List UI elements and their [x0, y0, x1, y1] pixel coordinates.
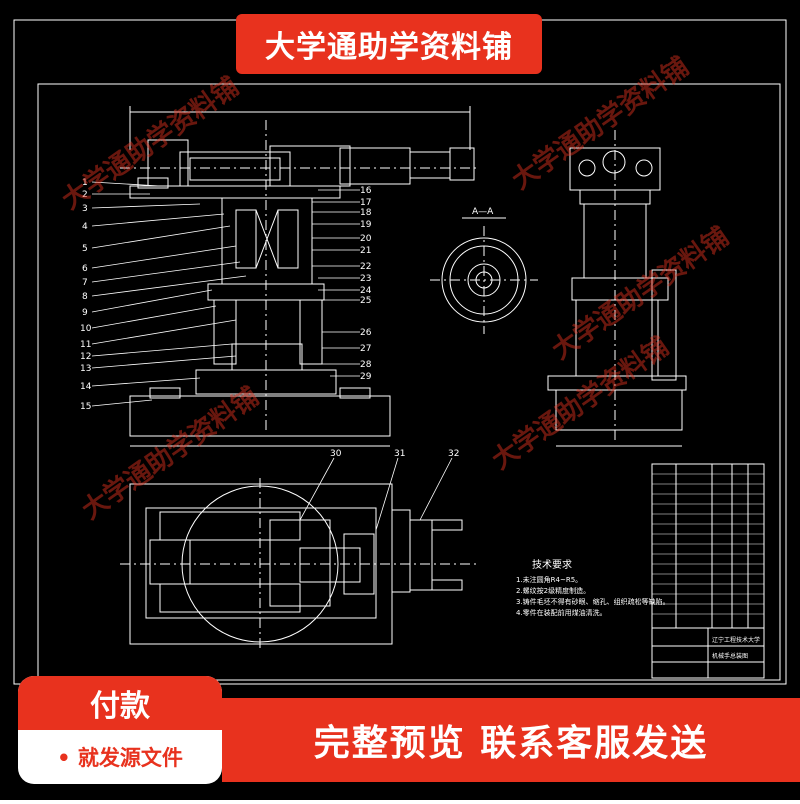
part-number: 18	[360, 208, 372, 218]
part-number: 1	[82, 178, 88, 188]
part-number: 5	[82, 244, 88, 254]
part-number: 2	[82, 190, 88, 200]
part-number: 14	[80, 382, 92, 392]
part-number: 7	[82, 278, 88, 288]
tech-note-line: 3.铸件毛坯不得有砂眼、缩孔、组织疏松等缺陷。	[516, 597, 670, 606]
part-number: 9	[82, 308, 88, 318]
part-number: 21	[360, 246, 371, 256]
tech-note-line: 2.螺纹按2级精度制造。	[516, 586, 590, 595]
pay-subtitle: • 就发源文件	[57, 746, 183, 770]
part-number: 13	[80, 364, 91, 374]
part-number: 24	[360, 286, 372, 296]
part-number: 25	[360, 296, 371, 306]
tech-note-line: 1.未注圆角R4~R5。	[516, 575, 582, 584]
part-number: 17	[360, 198, 371, 208]
part-number: 19	[360, 220, 372, 230]
part-number: 10	[80, 324, 92, 334]
part-number: 8	[82, 292, 88, 302]
banner-title: 大学通助学资料铺	[265, 30, 513, 65]
part-number: 27	[360, 344, 371, 354]
part-number: 11	[80, 340, 91, 350]
title-block-school: 辽宁工程技术大学	[712, 636, 760, 644]
part-number: 3	[82, 204, 88, 214]
part-number: 32	[448, 449, 459, 459]
part-number: 28	[360, 360, 372, 370]
section-label: A—A	[472, 207, 494, 217]
part-number: 26	[360, 328, 372, 338]
pay-box[interactable]: 付款 • 就发源文件	[18, 676, 222, 784]
bottom-banner[interactable]: 完整预览 联系客服发送	[222, 698, 800, 782]
top-banner: 大学通助学资料铺	[236, 14, 542, 74]
part-number: 15	[80, 402, 91, 412]
tech-notes-title: 技术要求	[532, 558, 572, 571]
part-number: 6	[82, 264, 88, 274]
part-number: 4	[82, 222, 88, 232]
tech-note-line: 4.零件在装配前用煤油清洗。	[516, 608, 607, 617]
part-number: 29	[360, 372, 372, 382]
title-block-name: 机械手总装图	[712, 652, 748, 660]
part-number: 30	[330, 449, 342, 459]
pay-title: 付款	[18, 676, 222, 730]
part-number: 31	[394, 449, 405, 459]
part-number: 12	[80, 352, 91, 362]
part-number: 22	[360, 262, 371, 272]
part-number: 16	[360, 186, 372, 196]
bottom-banner-text: 完整预览 联系客服发送	[313, 723, 709, 764]
part-number: 23	[360, 274, 371, 284]
part-number: 20	[360, 234, 372, 244]
